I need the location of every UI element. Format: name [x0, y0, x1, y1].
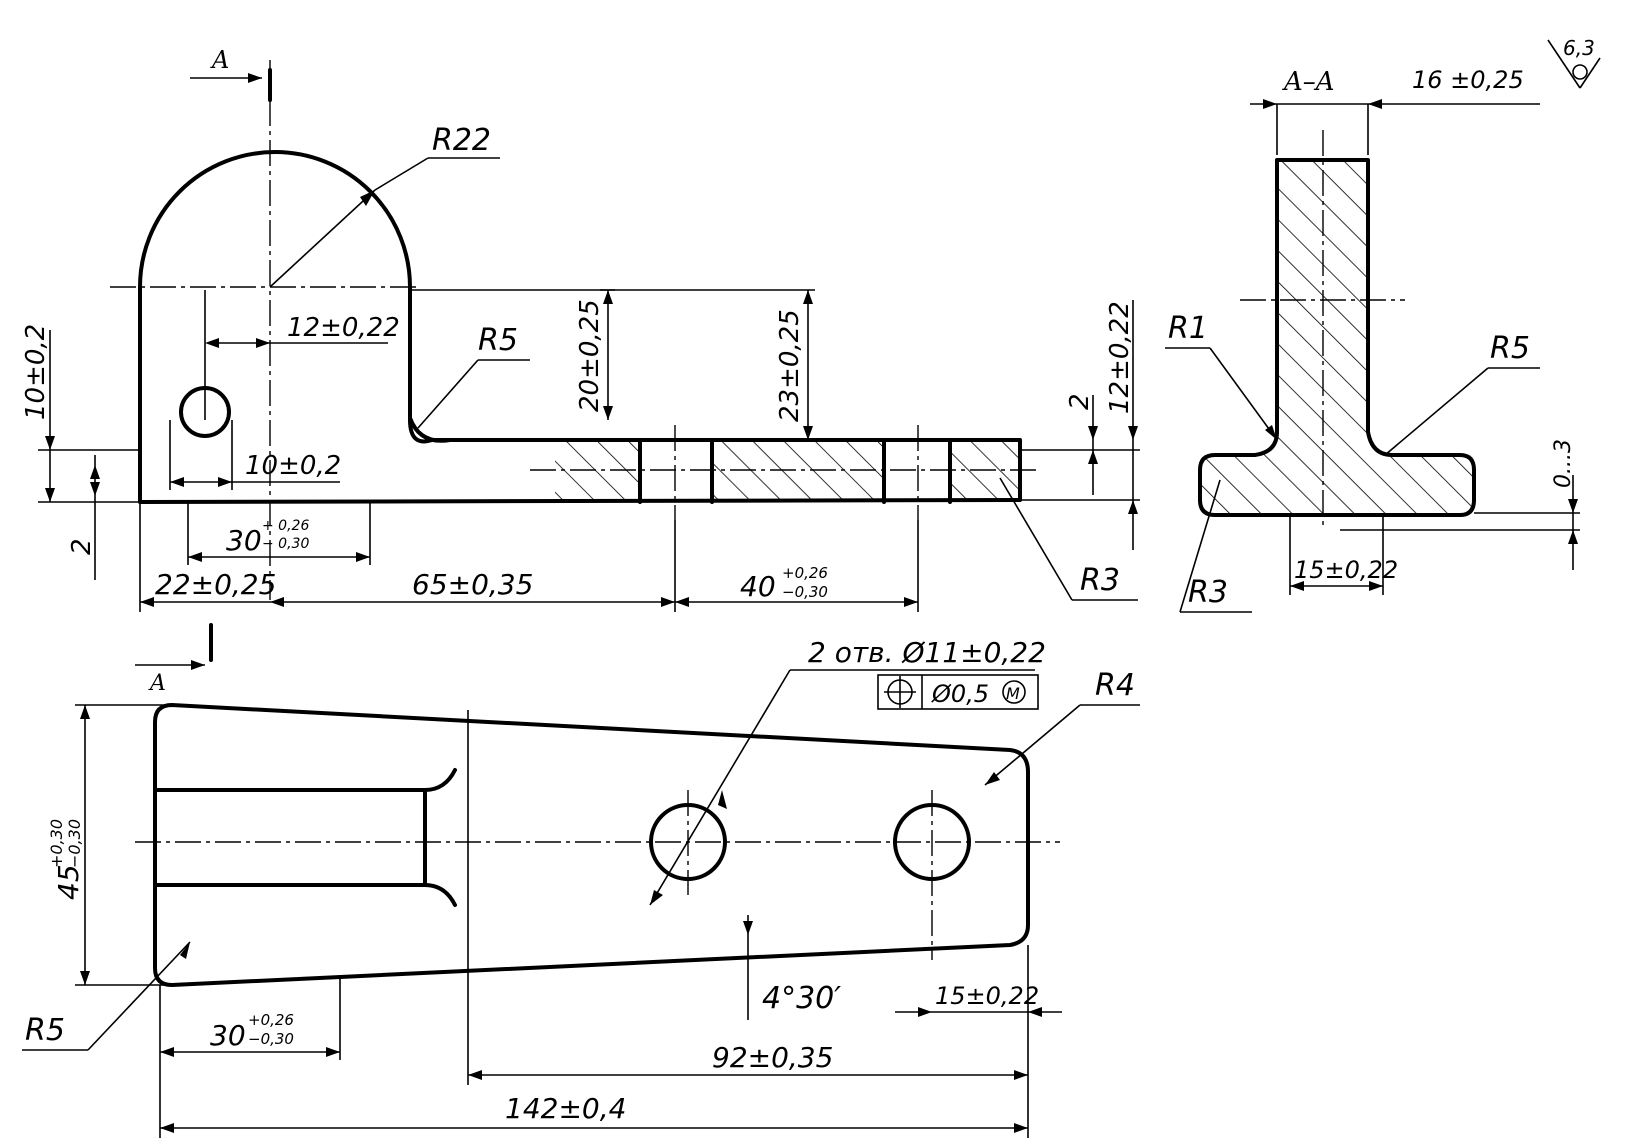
slot-fillet	[423, 883, 457, 907]
dim-10-label: 10±0,2	[245, 451, 341, 481]
r5-section-label: R5	[1490, 331, 1530, 366]
front-view-outline	[138, 150, 1022, 504]
plan-outline	[153, 703, 1030, 987]
section-hatch	[1200, 160, 1474, 515]
r3-leader	[999, 477, 1073, 601]
r5s-leader	[1384, 367, 1489, 456]
dim-16-label: 16 ±0,25	[1412, 66, 1524, 94]
dim-65-label: 65±0,35	[412, 568, 533, 601]
feature-control-frame	[877, 674, 1039, 710]
roughness-line	[1579, 57, 1601, 89]
section-outline	[1198, 158, 1476, 517]
dim-15-section-label: 15±0,22	[1294, 556, 1398, 584]
r22-label: R22	[432, 123, 491, 158]
dim-2-right-label: 2	[1065, 393, 1095, 410]
roughness-label: 6,3	[1563, 36, 1595, 60]
r5-bottom-label: R5	[25, 1013, 65, 1048]
r5-top-label: R5	[478, 323, 518, 358]
dim-30-main: 30	[226, 524, 262, 557]
dim-45-tol-upper: +0,30	[47, 819, 66, 868]
section-a-a-view: A–A 16 ±0,25 6,3 R1 R5 0...3 R3	[1165, 36, 1601, 613]
slot-fillet	[423, 768, 457, 792]
r4-leader	[984, 704, 1081, 786]
dim-12-right-label: 12±0,22	[1105, 301, 1135, 414]
roughness-circle	[1572, 64, 1588, 80]
material-modifier-circle	[1002, 680, 1026, 704]
dim-45-main: 45	[52, 864, 85, 900]
r3s-leader	[1179, 479, 1221, 613]
dim-20-label: 20±0,25	[575, 299, 605, 412]
r22-leader	[269, 189, 376, 288]
r4-label: R4	[1095, 668, 1135, 703]
r22-leader	[374, 157, 429, 191]
dim-2-left-label: 2	[67, 538, 97, 555]
dim-40-main: 40	[740, 570, 776, 603]
dim-23-label: 23±0,25	[775, 309, 805, 422]
position-tolerance: Ø0,5	[931, 680, 989, 708]
r3-top-label: R3	[1080, 563, 1120, 598]
fillet-r5	[408, 416, 452, 443]
section-title: A–A	[1282, 67, 1335, 97]
roughness-line	[1547, 39, 1581, 89]
dim-45-tol-lower: −0,30	[65, 819, 84, 868]
dim-15-bottom-label: 15±0,22	[935, 982, 1039, 1010]
r3-section-label: R3	[1188, 575, 1228, 610]
dim-142-label: 142±0,4	[505, 1092, 626, 1125]
dim-0-3-label: 0...3	[1551, 439, 1576, 488]
holes-leader	[649, 669, 791, 906]
dim-40-tol-lower: −0,30	[782, 583, 828, 601]
section-label-a-bottom: A	[148, 671, 166, 696]
material-modifier: M	[1006, 684, 1020, 703]
angle-label: 4°30′	[762, 981, 841, 1016]
front-view: A A R22 R5 12±0,22 20±0,25 23±0,25	[21, 46, 1140, 696]
dim-10-left-label: 10±0,2	[21, 324, 51, 420]
r5b-leader	[87, 941, 191, 1051]
r1-leader	[1209, 347, 1278, 441]
dim-30-tol-lower: − 0,30	[262, 536, 309, 552]
holes-note: 2 отв. Ø11±0,22	[808, 636, 1046, 669]
dim-30-bottom-main: 30	[210, 1019, 246, 1052]
dim-30-bottom-tol-lower: −0,30	[248, 1030, 294, 1048]
dim-12-top-label: 12±0,22	[287, 313, 400, 343]
r5-leader	[417, 359, 479, 429]
dim-30-bottom-tol-upper: +0,26	[248, 1011, 294, 1029]
section-label-a-top: A	[210, 46, 229, 74]
r1-label: R1	[1168, 311, 1208, 346]
dim-30-tol-upper: + 0,26	[262, 518, 309, 534]
dim-22-label: 22±0,25	[155, 568, 276, 601]
dim-40-tol-upper: +0,26	[782, 564, 828, 582]
plan-view: 2 отв. Ø11±0,22 Ø0,5 M R4 45 +0,30 −0,30…	[22, 636, 1140, 1138]
dim-92-label: 92±0,35	[712, 1041, 833, 1074]
